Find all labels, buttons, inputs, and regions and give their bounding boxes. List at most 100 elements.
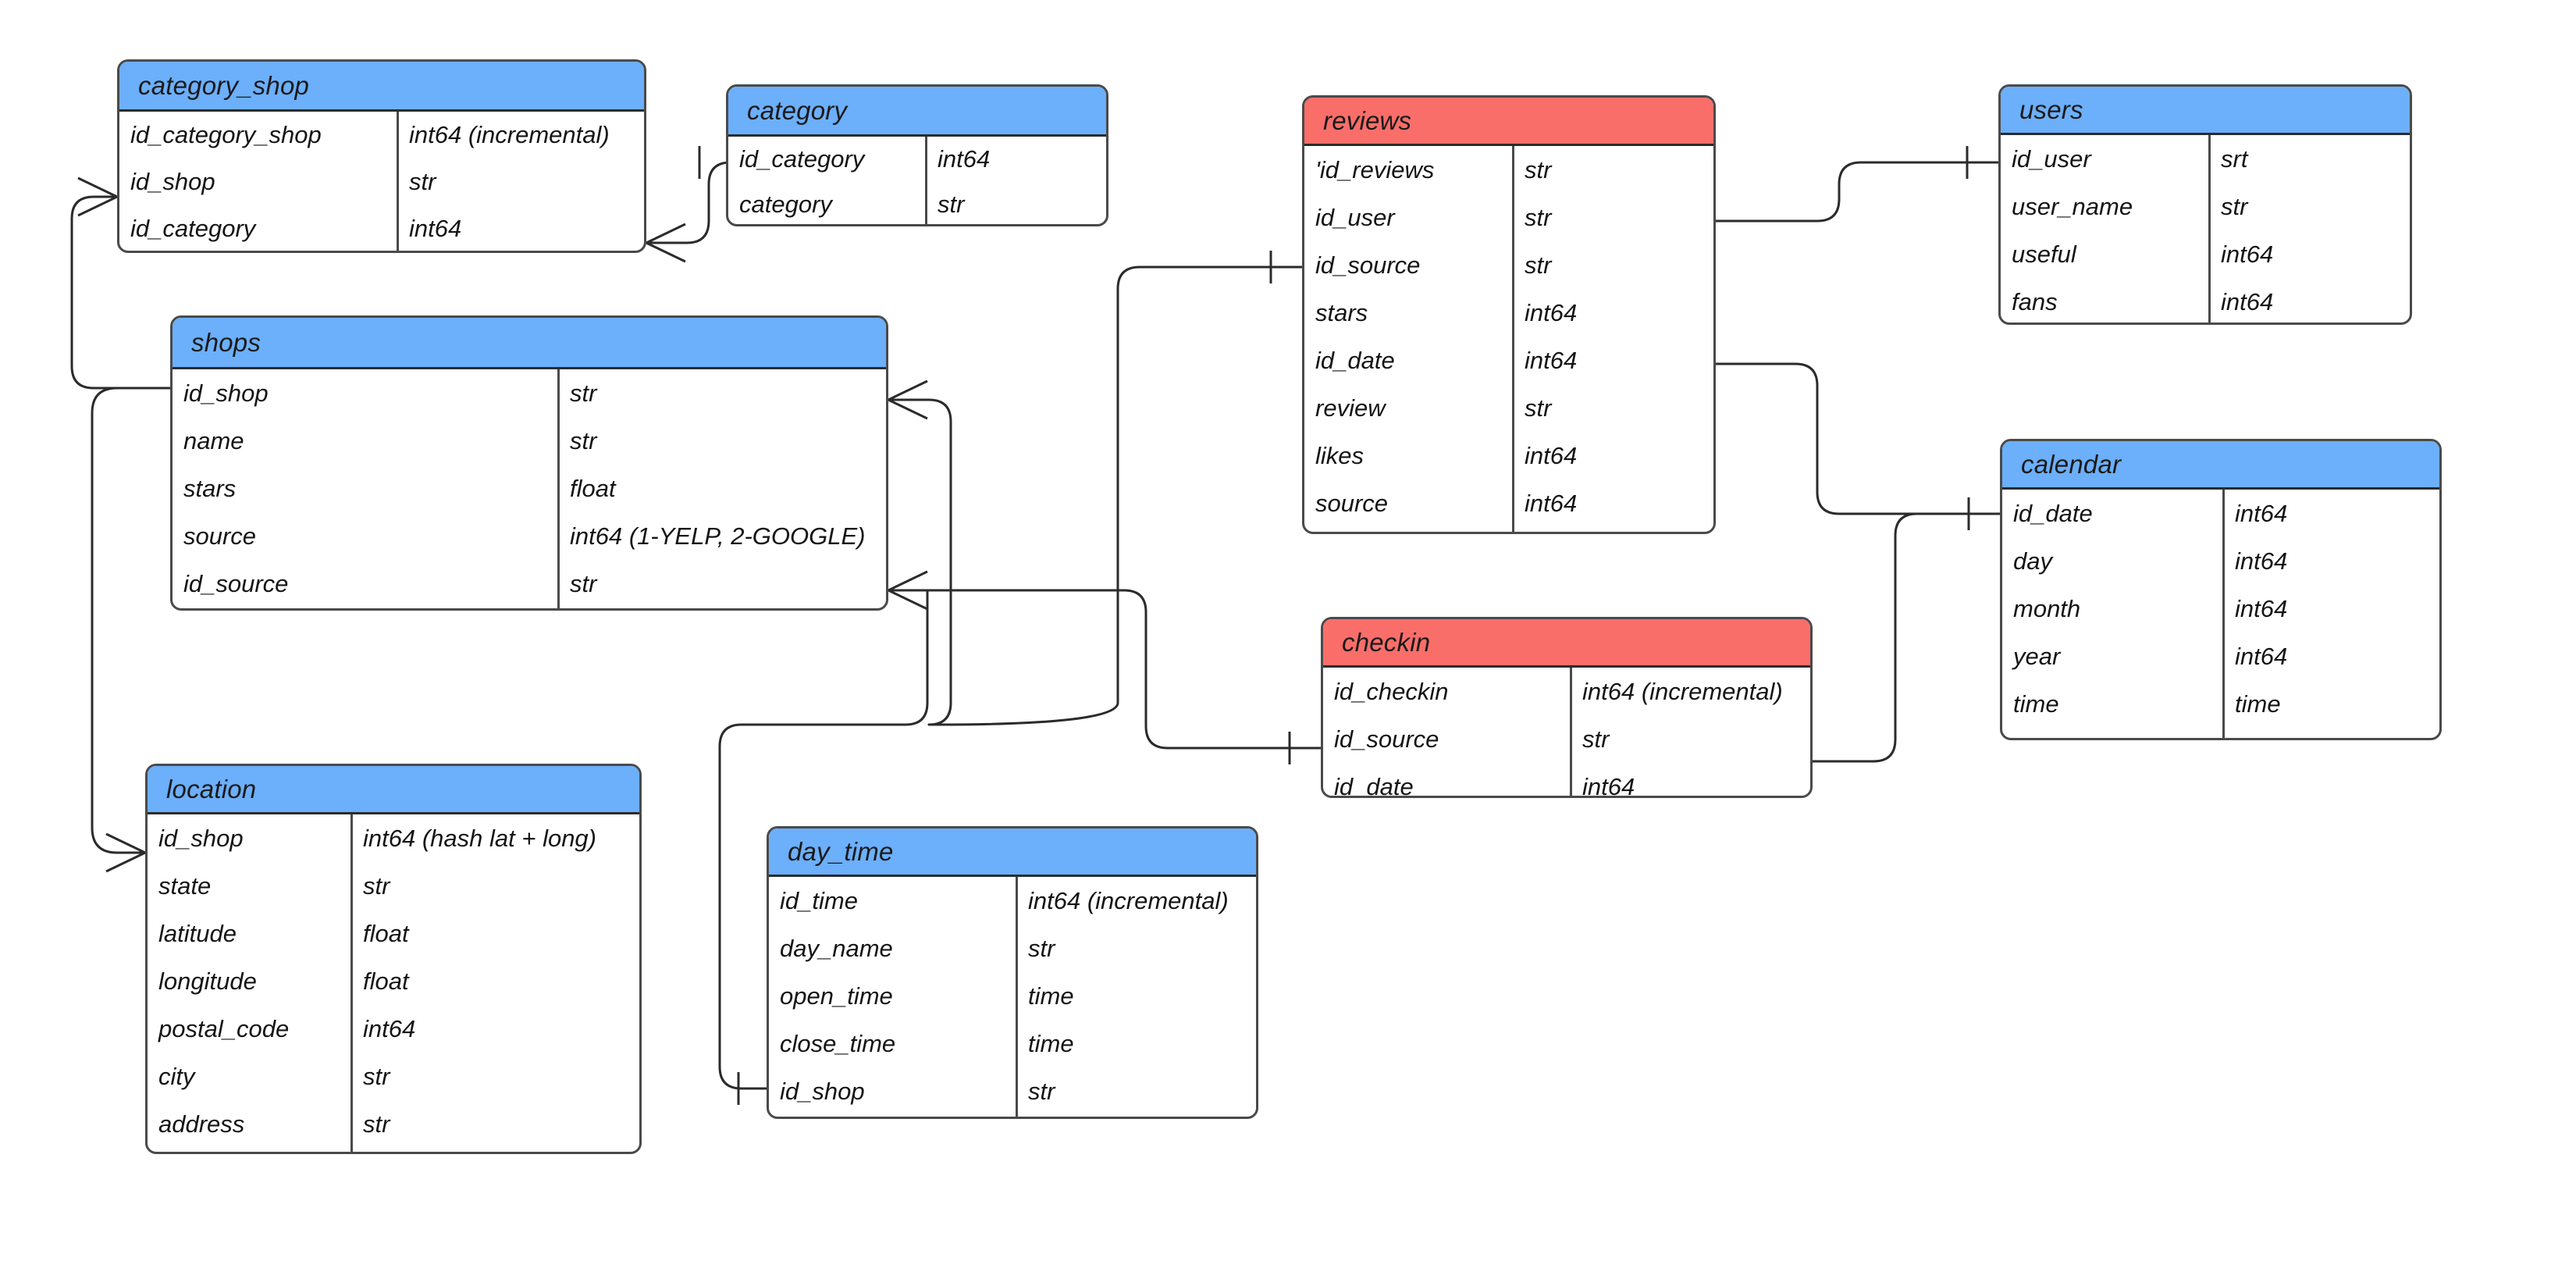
- column-divider: [557, 369, 560, 608]
- field-name: likes: [1315, 441, 1364, 469]
- field-row[interactable]: review str: [1304, 384, 1713, 432]
- column-divider: [397, 112, 399, 251]
- field-name: id_checkin: [1334, 677, 1449, 705]
- field-type: int64: [2235, 642, 2288, 670]
- field-name: id_category: [130, 215, 256, 242]
- field-type: int64: [1525, 441, 1578, 469]
- field-name: name: [183, 426, 244, 454]
- relationship-shops-day_time: [718, 590, 929, 1105]
- field-name: id_source: [1315, 251, 1421, 279]
- field-type: int64: [1525, 346, 1578, 374]
- field-row[interactable]: id_category int64: [119, 205, 644, 251]
- field-name: id_user: [2012, 144, 2091, 173]
- entity-title-day_time: day_time: [769, 828, 1256, 877]
- field-name: id_date: [2013, 499, 2093, 527]
- entity-title-reviews: reviews: [1304, 98, 1713, 146]
- field-name: source: [183, 522, 257, 550]
- entity-title-checkin: checkin: [1323, 619, 1810, 668]
- field-row[interactable]: likes int64: [1304, 432, 1713, 479]
- field-type: int64: [938, 145, 991, 173]
- field-type: str: [363, 871, 390, 900]
- field-name: id_source: [1334, 725, 1439, 753]
- field-row[interactable]: id_date int64: [1304, 337, 1713, 384]
- field-name: id_shop: [780, 1077, 865, 1105]
- field-name: review: [1315, 394, 1386, 422]
- field-row[interactable]: source int64: [1304, 479, 1713, 527]
- field-type: float: [363, 967, 409, 995]
- field-name: stars: [183, 474, 237, 502]
- field-row[interactable]: close_time time: [769, 1020, 1256, 1067]
- field-type: int64 (incremental): [409, 121, 610, 148]
- relationship-shops-checkin: [888, 570, 1321, 764]
- field-name: address: [158, 1110, 245, 1138]
- field-type: str: [1525, 394, 1552, 422]
- column-divider: [2222, 490, 2225, 738]
- field-type: int64 (1-YELP, 2-GOOGLE): [570, 522, 866, 550]
- field-type: int64: [1525, 489, 1578, 517]
- field-name: latitude: [158, 919, 237, 947]
- field-name: close_time: [780, 1029, 896, 1057]
- field-name: id_shop: [158, 824, 244, 852]
- field-name: id_shop: [130, 168, 215, 195]
- field-row[interactable]: source int64 (1-YELP, 2-GOOGLE): [173, 512, 886, 560]
- field-name: id_date: [1315, 346, 1395, 374]
- entity-title-shops: shops: [173, 318, 886, 369]
- field-type: int64: [1582, 772, 1635, 798]
- field-name: source: [1315, 489, 1389, 517]
- field-type: int64: [409, 215, 462, 242]
- field-name: city: [158, 1062, 195, 1090]
- field-type: time: [1028, 1029, 1074, 1057]
